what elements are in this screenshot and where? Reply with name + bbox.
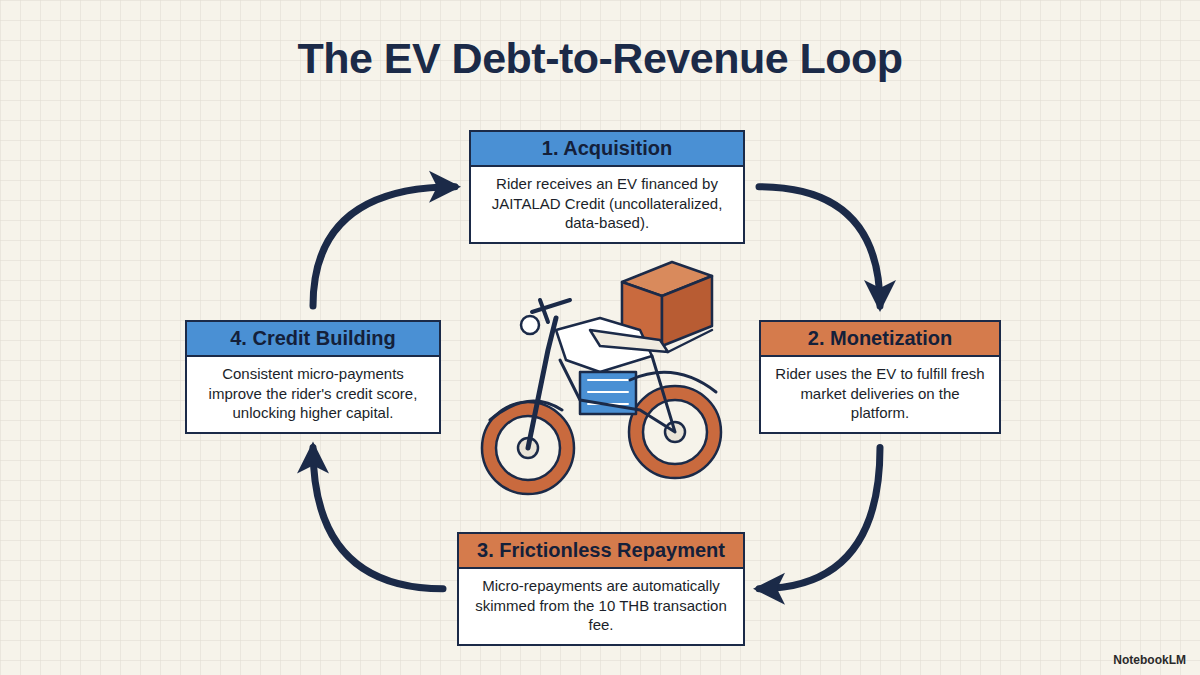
- process-box: 2. MonetizationRider uses the EV to fulf…: [759, 320, 1001, 434]
- step-heading: 1. Acquisition: [471, 132, 743, 167]
- step-description: Rider receives an EV financed by JAITALA…: [471, 167, 743, 242]
- cycle-arrow: [759, 448, 880, 589]
- watermark: NotebookLM: [1113, 653, 1186, 667]
- cycle-arrow: [759, 187, 880, 306]
- diagram-title: The EV Debt-to-Revenue Loop: [0, 34, 1200, 83]
- step-description: Micro-repayments are automatically skimm…: [459, 569, 743, 644]
- step-description: Consistent micro-payments improve the ri…: [187, 357, 439, 432]
- cycle-arrow: [313, 448, 443, 589]
- process-box: 1. AcquisitionRider receives an EV finan…: [469, 130, 745, 244]
- process-box: 3. Frictionless RepaymentMicro-repayment…: [457, 532, 745, 646]
- process-box: 4. Credit BuildingConsistent micro-payme…: [185, 320, 441, 434]
- step-heading: 2. Monetization: [761, 322, 999, 357]
- step-description: Rider uses the EV to fulfill fresh marke…: [761, 357, 999, 432]
- step-heading: 3. Frictionless Repayment: [459, 534, 743, 569]
- step-heading: 4. Credit Building: [187, 322, 439, 357]
- cycle-arrow: [313, 187, 455, 306]
